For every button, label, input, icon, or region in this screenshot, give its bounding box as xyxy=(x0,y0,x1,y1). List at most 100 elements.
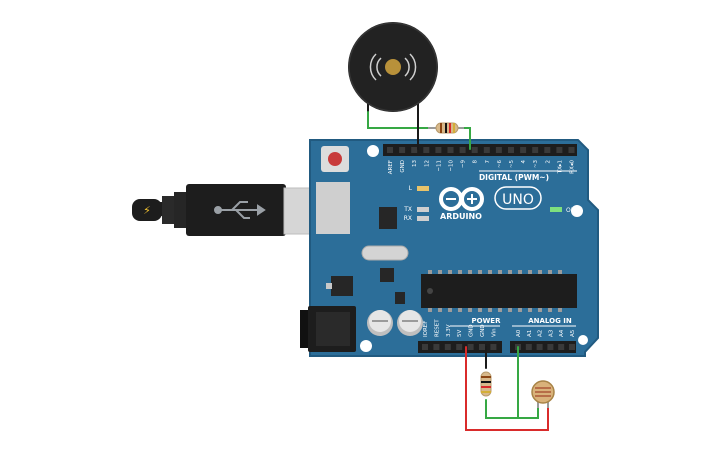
model-label: UNO xyxy=(502,192,534,208)
pin-hole[interactable] xyxy=(399,147,406,153)
usb-port xyxy=(316,182,350,234)
pin-label: 5V xyxy=(457,330,463,337)
dc-power-jack[interactable] xyxy=(300,306,356,352)
pin-label: TX▸1 xyxy=(557,160,563,174)
sensor-wires[interactable] xyxy=(465,346,549,431)
pin-label: A4 xyxy=(559,329,565,337)
pin-hole[interactable] xyxy=(456,344,463,350)
pin-label: 12 xyxy=(424,160,430,167)
digital-header-label: DIGITAL (PWM~) xyxy=(479,173,549,182)
pin-hole[interactable] xyxy=(467,344,474,350)
pin-hole[interactable] xyxy=(423,147,430,153)
usb-chip xyxy=(379,207,397,229)
analog-header-label: ANALOG IN xyxy=(528,317,572,325)
pin-label: A5 xyxy=(570,329,576,337)
pin-hole[interactable] xyxy=(525,344,532,350)
digital-pin-holes[interactable] xyxy=(387,147,575,153)
mounting-hole xyxy=(367,145,379,157)
pin-label: Vin xyxy=(491,328,497,337)
pin-label: 4 xyxy=(521,160,527,164)
pin-hole[interactable] xyxy=(459,147,466,153)
buzzer-wires[interactable] xyxy=(367,111,471,150)
pin-hole[interactable] xyxy=(490,344,497,350)
pin-label: AREF xyxy=(388,160,394,174)
pin-hole[interactable] xyxy=(556,147,563,153)
brand-label: ARDUINO xyxy=(440,212,482,221)
pin-label: A0 xyxy=(516,329,522,337)
pin-label: A3 xyxy=(548,329,554,337)
pin-hole[interactable] xyxy=(547,344,554,350)
pin-label: IOREF xyxy=(423,321,429,337)
atmega-chip xyxy=(421,270,577,312)
pin-label: ~3 xyxy=(533,160,539,169)
pin-label: GND xyxy=(469,324,475,337)
analog-pin-labels: A0 A1 A2 A3 A4 A5 xyxy=(516,329,576,337)
pin-hole[interactable] xyxy=(536,344,543,350)
pin-label: RESET xyxy=(434,319,440,337)
pin-label: ~6 xyxy=(497,160,503,169)
power-pin-holes[interactable] xyxy=(422,344,497,350)
pin-hole[interactable] xyxy=(447,147,454,153)
pin-hole[interactable] xyxy=(568,147,575,153)
power-header-label: POWER xyxy=(472,317,502,325)
pin-hole[interactable] xyxy=(508,147,514,153)
pin-hole[interactable] xyxy=(444,344,451,350)
pin-hole[interactable] xyxy=(433,344,440,350)
pin-label: A2 xyxy=(538,330,544,337)
capacitor xyxy=(367,310,393,336)
pin-hole[interactable] xyxy=(471,147,478,153)
pin-hole[interactable] xyxy=(483,147,490,153)
sound-icon xyxy=(369,53,417,81)
pin-hole[interactable] xyxy=(544,147,551,153)
pin-hole[interactable] xyxy=(520,147,527,153)
voltage-regulator xyxy=(331,276,353,296)
pin-label: ~5 xyxy=(509,160,515,169)
piezo-buzzer[interactable] xyxy=(348,22,438,112)
mounting-hole xyxy=(360,340,372,352)
mounting-hole xyxy=(578,335,588,345)
pin-label: RX◂0 xyxy=(570,160,576,174)
pin-label: A1 xyxy=(527,330,533,337)
pin-label: GND xyxy=(480,324,486,337)
mounting-hole xyxy=(571,205,583,217)
pin-label: 2 xyxy=(545,160,551,164)
small-chip xyxy=(380,268,394,282)
led-l-label: L xyxy=(409,185,413,192)
pin-hole[interactable] xyxy=(569,344,575,350)
pin-label: ~10 xyxy=(449,160,455,172)
pin-label: ~11 xyxy=(436,160,442,172)
led-tx-label: TX xyxy=(403,206,412,213)
pin-label: 8 xyxy=(473,160,479,164)
crystal-oscillator xyxy=(361,245,409,261)
pin-hole[interactable] xyxy=(495,147,502,153)
led-rx-label: RX xyxy=(404,215,412,222)
pin-hole[interactable] xyxy=(411,147,418,153)
power-pin-labels: IOREF RESET 3.3V 5V GND GND Vin xyxy=(423,319,497,337)
pin-hole[interactable] xyxy=(422,344,428,350)
pin-label: 7 xyxy=(485,160,491,164)
resistor-buzzer[interactable] xyxy=(428,122,464,134)
pin-hole[interactable] xyxy=(532,147,539,153)
small-chip xyxy=(395,292,405,304)
pin-hole[interactable] xyxy=(387,147,393,153)
resistor-sensor[interactable] xyxy=(480,371,492,397)
pin-label: 3.3V xyxy=(446,324,452,337)
photoresistor[interactable] xyxy=(531,380,555,408)
infinity-logo-icon xyxy=(439,187,484,211)
pin-hole[interactable] xyxy=(558,344,565,350)
digital-header xyxy=(383,144,577,156)
status-leds: L TX RX ON xyxy=(403,185,575,222)
capacitor xyxy=(397,310,423,336)
arduino-logo: ARDUINO UNO xyxy=(439,186,542,221)
pin-hole[interactable] xyxy=(435,147,442,153)
reset-button-cap[interactable] xyxy=(328,152,342,166)
pin-label: ~9 xyxy=(461,160,467,169)
on-led-label: ON xyxy=(566,207,575,214)
pin-label: GND xyxy=(400,160,406,173)
pin-hole[interactable] xyxy=(479,344,485,350)
usb-symbol-icon xyxy=(214,201,266,219)
plug-icon: ⚡ xyxy=(143,204,151,217)
